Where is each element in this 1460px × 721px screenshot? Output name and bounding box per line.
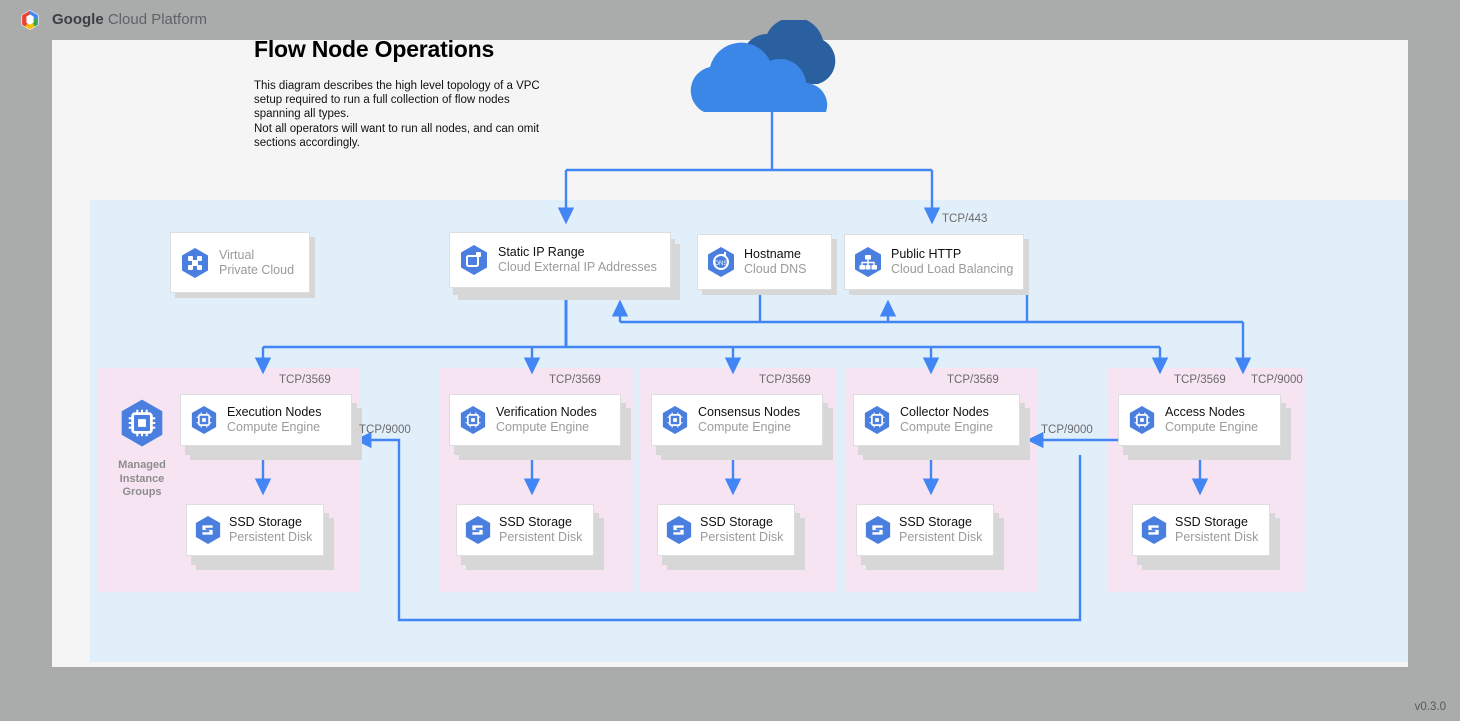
compute-engine-icon	[181, 405, 227, 435]
compute-engine-icon	[450, 405, 496, 435]
card-text: SSD Storage Persistent Disk	[899, 515, 982, 545]
card-verification-nodes[interactable]: Verification Nodes Compute Engine	[449, 394, 621, 446]
card-title: SSD Storage	[700, 515, 773, 529]
version-label: v0.3.0	[1414, 701, 1446, 713]
persistent-disk-icon	[457, 515, 499, 545]
card-text: Virtual Private Cloud	[219, 248, 294, 278]
compute-engine-icon	[652, 405, 698, 435]
card-text: SSD Storage Persistent Disk	[700, 515, 783, 545]
card-subtitle: Compute Engine	[1165, 420, 1259, 434]
card-subtitle: Cloud Load Balancing	[891, 262, 1014, 276]
google-cloud-logo-icon	[21, 10, 39, 30]
card-collector-ssd-storage[interactable]: SSD Storage Persistent Disk	[856, 504, 994, 556]
card-text: Verification Nodes Compute Engine	[496, 405, 597, 435]
port-label-tcp3569-consensus: TCP/3569	[759, 374, 811, 386]
persistent-disk-icon	[658, 515, 700, 545]
persistent-disk-icon	[187, 515, 229, 545]
card-subtitle: Private Cloud	[219, 262, 295, 277]
card-subtitle: Persistent Disk	[499, 530, 583, 544]
persistent-disk-icon	[1133, 515, 1175, 545]
card-collector-nodes[interactable]: Collector Nodes Compute Engine	[853, 394, 1020, 446]
compute-engine-icon	[121, 399, 163, 447]
card-consensus-nodes[interactable]: Consensus Nodes Compute Engine	[651, 394, 823, 446]
port-label-tcp9000-access-in: TCP/9000	[1251, 374, 1303, 386]
port-label-tcp3569-execution: TCP/3569	[279, 374, 331, 386]
card-subtitle: Compute Engine	[900, 420, 994, 434]
page-title: Flow Node Operations	[254, 36, 495, 62]
card-title: Hostname	[744, 247, 801, 261]
card-title: SSD Storage	[1175, 515, 1248, 529]
brand-bold: Google	[52, 11, 104, 28]
brand-rest: Cloud Platform	[103, 11, 208, 28]
card-title: SSD Storage	[899, 515, 972, 529]
cloud-icon	[690, 20, 836, 112]
compute-engine-icon	[1119, 405, 1165, 435]
card-subtitle: Persistent Disk	[700, 530, 784, 544]
diagram-description: This diagram describes the high level to…	[254, 80, 540, 149]
card-subtitle: Compute Engine	[496, 420, 590, 434]
card-title: Virtual	[219, 247, 255, 262]
card-title: SSD Storage	[229, 515, 302, 529]
port-label-tcp9000-to-execution: TCP/9000	[359, 424, 411, 436]
card-text: Hostname Cloud DNS	[744, 247, 807, 277]
load-balancing-icon	[845, 246, 891, 278]
card-static-ip-range[interactable]: Static IP Range Cloud External IP Addres…	[449, 232, 671, 288]
card-subtitle: Persistent Disk	[1175, 530, 1259, 544]
card-text: SSD Storage Persistent Disk	[229, 515, 312, 545]
card-subtitle: Cloud External IP Addresses	[498, 260, 657, 274]
card-text: Collector Nodes Compute Engine	[900, 405, 993, 435]
card-title: Public HTTP	[891, 247, 962, 261]
card-hostname-cloud-dns[interactable]: DNS Hostname Cloud DNS	[697, 234, 832, 290]
gcp-header: Google Cloud Platform	[0, 0, 1460, 40]
card-text: Execution Nodes Compute Engine	[227, 405, 322, 435]
gcp-brand-title: Google Cloud Platform	[52, 11, 207, 28]
card-subtitle: Cloud DNS	[744, 262, 807, 276]
card-text: SSD Storage Persistent Disk	[499, 515, 582, 545]
card-title: Consensus Nodes	[698, 405, 801, 419]
card-title: Static IP Range	[498, 245, 585, 259]
card-subtitle: Persistent Disk	[229, 530, 313, 544]
card-consensus-ssd-storage[interactable]: SSD Storage Persistent Disk	[657, 504, 795, 556]
static-ip-icon	[450, 244, 498, 276]
svg-text:DNS: DNS	[715, 261, 728, 267]
card-text: SSD Storage Persistent Disk	[1175, 515, 1258, 545]
port-label-tcp3569-collector: TCP/3569	[947, 374, 999, 386]
card-text: Public HTTP Cloud Load Balancing	[891, 247, 1013, 277]
managed-instance-groups-label: Managed Instance Groups	[118, 459, 166, 498]
port-label-tcp443: TCP/443	[942, 213, 988, 225]
card-access-ssd-storage[interactable]: SSD Storage Persistent Disk	[1132, 504, 1270, 556]
port-label-tcp9000-to-collector: TCP/9000	[1041, 424, 1093, 436]
card-title: SSD Storage	[499, 515, 572, 529]
card-subtitle: Compute Engine	[698, 420, 792, 434]
card-virtual-private-cloud[interactable]: Virtual Private Cloud	[170, 232, 310, 293]
card-verification-ssd-storage[interactable]: SSD Storage Persistent Disk	[456, 504, 594, 556]
port-label-tcp3569-verification: TCP/3569	[549, 374, 601, 386]
managed-instance-groups: Managed Instance Groups	[106, 398, 178, 500]
port-label-tcp3569-access: TCP/3569	[1174, 374, 1226, 386]
card-title: Access Nodes	[1165, 405, 1245, 419]
card-text: Access Nodes Compute Engine	[1165, 405, 1258, 435]
compute-engine-icon	[854, 405, 900, 435]
card-subtitle: Compute Engine	[227, 420, 321, 434]
card-text: Static IP Range Cloud External IP Addres…	[498, 245, 657, 275]
card-title: Verification Nodes	[496, 405, 597, 419]
card-subtitle: Persistent Disk	[899, 530, 983, 544]
card-execution-nodes[interactable]: Execution Nodes Compute Engine	[180, 394, 352, 446]
card-execution-ssd-storage[interactable]: SSD Storage Persistent Disk	[186, 504, 324, 556]
card-access-nodes[interactable]: Access Nodes Compute Engine	[1118, 394, 1281, 446]
vpc-icon	[171, 247, 219, 279]
card-text: Consensus Nodes Compute Engine	[698, 405, 800, 435]
card-public-http-load-balancing[interactable]: Public HTTP Cloud Load Balancing	[844, 234, 1024, 290]
card-title: Collector Nodes	[900, 405, 989, 419]
cloud-dns-icon: DNS	[698, 246, 744, 278]
persistent-disk-icon	[857, 515, 899, 545]
card-title: Execution Nodes	[227, 405, 322, 419]
